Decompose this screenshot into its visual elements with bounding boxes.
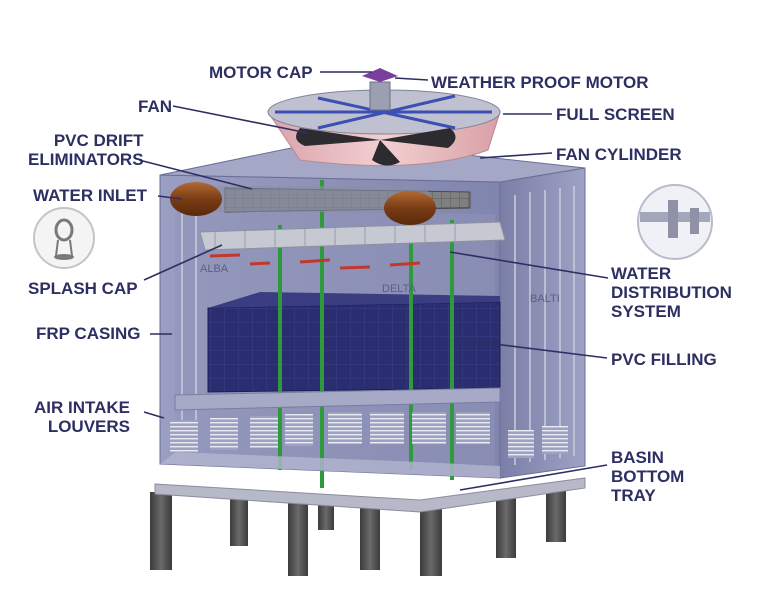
label-motor-cap: MOTOR CAP (209, 63, 313, 82)
pvc-filling-block (207, 301, 501, 393)
label-frp-casing: FRP CASING (36, 324, 141, 343)
fan-blades (296, 128, 456, 166)
water-inlet-header (170, 182, 436, 225)
label-fan: FAN (138, 97, 172, 116)
air-intake-louvers (170, 412, 568, 458)
pipe-detail-icon (637, 184, 713, 260)
label-water-inlet: WATER INLET (33, 186, 147, 205)
label-air-intake-louvers: AIR INTAKE LOUVERS (34, 398, 131, 436)
splash-cap-icon (33, 207, 95, 269)
label-pvc-filling: PVC FILLING (611, 350, 717, 369)
water-distribution-pipes (199, 221, 506, 270)
support-legs (150, 486, 566, 576)
label-pvc-drift-eliminators: PVC DRIFT ELIMINATORS (28, 131, 144, 169)
base-frame (154, 477, 586, 513)
panel-mark-right: BALTI (530, 293, 560, 305)
panel-mark-center: DELTA (382, 283, 416, 295)
green-risers (278, 180, 454, 488)
lower-support-deck (174, 387, 501, 411)
label-water-distribution-system: WATER DISTRIBUTION SYSTEM (611, 264, 732, 321)
label-weather-proof-motor: WEATHER PROOF MOTOR (431, 73, 649, 92)
panel-mark-left: ALBA (200, 263, 229, 275)
label-splash-cap: SPLASH CAP (28, 279, 138, 298)
basin-bottom-tray-shape (160, 452, 500, 478)
motor-assembly (362, 68, 398, 111)
label-basin-bottom-tray: BASIN BOTTOM TRAY (611, 448, 685, 505)
leader-lines (138, 71, 609, 491)
label-fan-cylinder: FAN CYLINDER (556, 145, 682, 164)
fan-cylinder-shape (267, 89, 501, 167)
label-full-screen: FULL SCREEN (556, 105, 675, 124)
